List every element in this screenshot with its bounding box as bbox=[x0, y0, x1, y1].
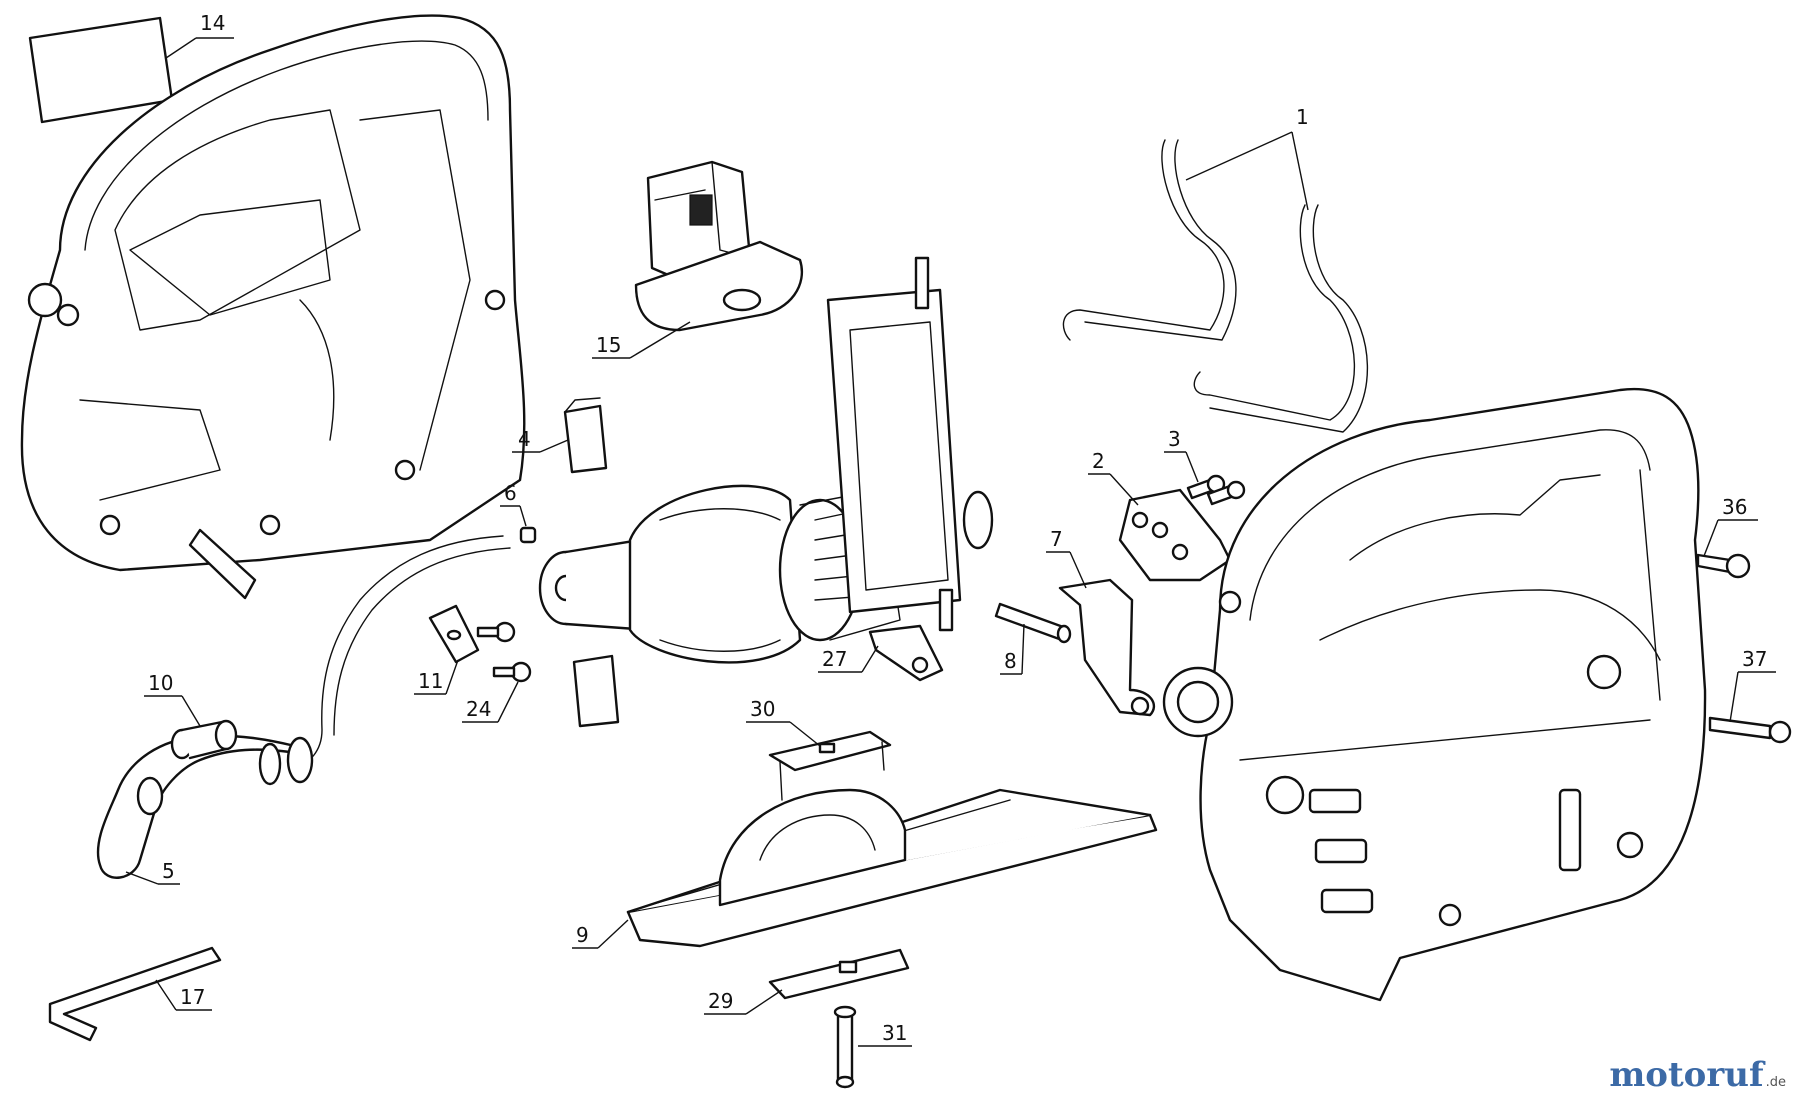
watermark-brand: motoruf bbox=[1609, 1055, 1764, 1095]
callout-24: 24 bbox=[462, 681, 519, 723]
callout-15: 15 bbox=[592, 321, 691, 359]
callout-label-8: 8 bbox=[1004, 649, 1017, 673]
callout-31: 31 bbox=[858, 1021, 912, 1047]
callout-label-37: 37 bbox=[1742, 647, 1767, 671]
part-1-wire-bails bbox=[1062, 139, 1369, 433]
watermark-logo: motoruf.de bbox=[1609, 1055, 1786, 1095]
housing-left-half bbox=[20, 14, 526, 600]
callout-label-7: 7 bbox=[1050, 527, 1063, 551]
callout-36: 36 bbox=[1703, 495, 1758, 557]
callout-label-15: 15 bbox=[596, 333, 621, 357]
callout-label-5: 5 bbox=[162, 859, 175, 883]
callout-label-27: 27 bbox=[822, 647, 847, 671]
callout-1: 1 bbox=[1185, 105, 1309, 211]
part-14-label-plate bbox=[28, 16, 174, 124]
callout-17: 17 bbox=[155, 979, 212, 1011]
callout-label-6: 6 bbox=[504, 481, 517, 505]
callout-8: 8 bbox=[1000, 623, 1025, 675]
part-15-switch-module bbox=[634, 160, 803, 332]
callout-2: 2 bbox=[1088, 449, 1139, 506]
part-11-cable-clamp bbox=[428, 604, 480, 664]
part-36-screw bbox=[1696, 553, 1751, 579]
callout-7: 7 bbox=[1046, 527, 1087, 589]
part-5-power-cord bbox=[96, 535, 511, 879]
callout-label-36: 36 bbox=[1722, 495, 1747, 519]
callout-30: 30 bbox=[746, 697, 821, 747]
part-24-screws bbox=[476, 621, 532, 683]
callout-label-11: 11 bbox=[418, 669, 443, 693]
callout-label-9: 9 bbox=[576, 923, 589, 947]
part-10-cord-sleeve bbox=[170, 719, 238, 760]
part-2-terminal-block bbox=[1118, 488, 1232, 582]
callout-label-17: 17 bbox=[180, 985, 205, 1009]
callout-27: 27 bbox=[818, 645, 879, 673]
part-27-blade-clamp bbox=[868, 624, 944, 682]
part-4-brush-lower bbox=[572, 654, 620, 728]
callout-label-14: 14 bbox=[200, 11, 225, 35]
part-8-rod bbox=[994, 602, 1072, 644]
housing-right-half bbox=[1162, 387, 1707, 1002]
callout-5: 5 bbox=[125, 859, 180, 885]
callout-label-1: 1 bbox=[1296, 105, 1309, 129]
callout-label-31: 31 bbox=[882, 1021, 907, 1045]
callout-label-30: 30 bbox=[750, 697, 775, 721]
callout-4: 4 bbox=[512, 427, 569, 453]
callout-37: 37 bbox=[1729, 647, 1776, 723]
part-3-screws bbox=[1186, 474, 1246, 506]
callout-label-3: 3 bbox=[1168, 427, 1181, 451]
callout-11: 11 bbox=[414, 659, 459, 695]
callout-label-24: 24 bbox=[466, 697, 491, 721]
callout-6: 6 bbox=[500, 481, 527, 527]
part-17-hex-key bbox=[48, 946, 222, 1042]
part-7-plunger-bracket bbox=[1058, 578, 1156, 717]
part-6-pin bbox=[519, 526, 537, 544]
callout-label-2: 2 bbox=[1092, 449, 1105, 473]
callout-9: 9 bbox=[572, 919, 629, 949]
part-9-base-shoe bbox=[626, 788, 1158, 948]
callout-29: 29 bbox=[704, 989, 783, 1015]
callout-label-4: 4 bbox=[518, 427, 531, 451]
callout-3: 3 bbox=[1164, 427, 1199, 483]
motor-assembly bbox=[538, 256, 994, 664]
part-31-bolt bbox=[833, 1005, 857, 1089]
callout-label-10: 10 bbox=[148, 671, 173, 695]
part-37-screw bbox=[1708, 716, 1792, 744]
part-4-brush-holder bbox=[563, 397, 608, 474]
callout-label-29: 29 bbox=[708, 989, 733, 1013]
callout-10: 10 bbox=[144, 671, 201, 727]
callout-14: 14 bbox=[165, 11, 234, 59]
part-29-anti-splinter-plate bbox=[768, 948, 910, 1000]
watermark-tld: .de bbox=[1765, 1075, 1786, 1090]
part-30-support-plate bbox=[768, 730, 892, 801]
